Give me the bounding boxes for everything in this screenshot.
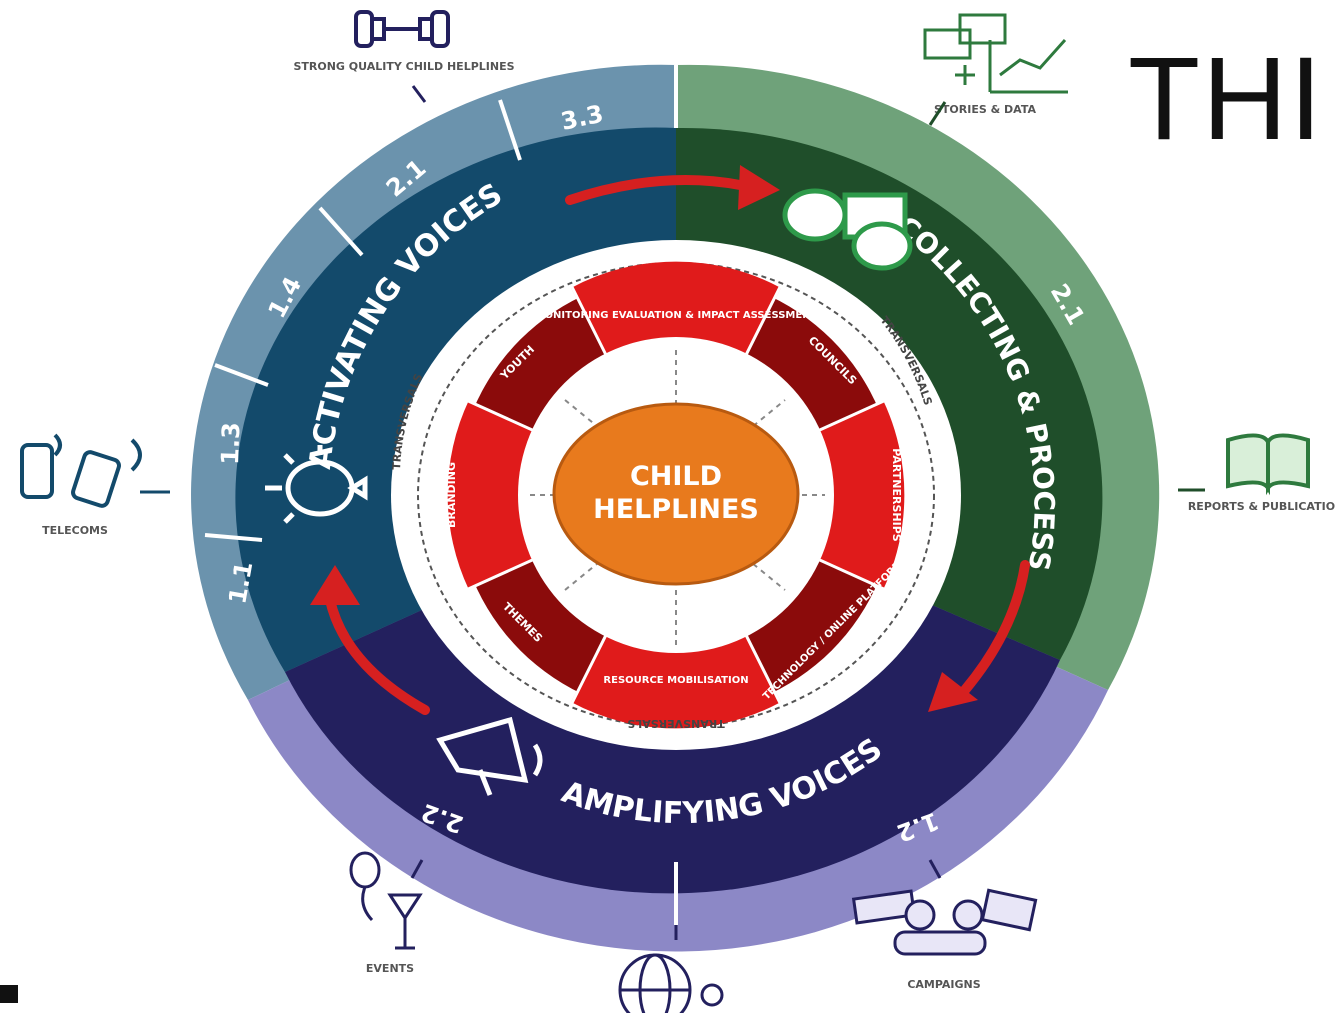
book-icon xyxy=(1226,433,1310,496)
sector-partnerships: PARTNERSHIPS xyxy=(890,448,903,542)
center-line2: HELPLINES xyxy=(593,494,759,525)
center-node: CHILD HELPLINES xyxy=(552,402,800,586)
output-stories: STORIES & DATA xyxy=(923,13,1068,126)
globe-icon xyxy=(618,953,724,1013)
segment-dividers xyxy=(204,65,678,925)
arrow-heads xyxy=(310,165,978,712)
transversals-bottom: TRANSVERSALS xyxy=(627,717,725,730)
stories-label: STORIES & DATA xyxy=(934,103,1036,116)
events-icon xyxy=(349,851,423,950)
output-telecoms: TELECOMS xyxy=(20,433,170,537)
arrow-left xyxy=(325,595,430,715)
output-web xyxy=(618,925,724,1013)
reports-label: REPORTS & PUBLICATIONS xyxy=(1188,500,1335,513)
seg-act-2: 1.3 xyxy=(216,422,245,465)
output-campaigns: CAMPAIGNS xyxy=(851,859,1038,991)
quality-label: STRONG QUALITY CHILD HELPLINES xyxy=(293,60,514,73)
sector-resource: RESOURCE MOBILISATION xyxy=(603,675,748,686)
telecoms-label: TELECOMS xyxy=(42,524,108,537)
megaphone-icon xyxy=(436,716,543,796)
bulb-icon xyxy=(265,445,368,524)
output-events: EVENTS xyxy=(349,851,424,975)
page-title: THI xyxy=(1128,33,1325,165)
arrow-right xyxy=(960,560,1030,695)
output-reports: REPORTS & PUBLICATIONS xyxy=(1178,433,1335,513)
stories-data-icon xyxy=(923,13,1068,94)
output-quality: STRONG QUALITY CHILD HELPLINES xyxy=(293,10,515,103)
dumbbell-icon xyxy=(354,10,450,48)
events-label: EVENTS xyxy=(366,962,414,975)
sector-branding: BRANDING xyxy=(445,462,458,528)
phones-icon xyxy=(20,433,142,508)
campaigns-label: CAMPAIGNS xyxy=(907,978,980,991)
sector-monitoring: MONITORING EVALUATION & IMPACT ASSESSMEN… xyxy=(535,310,818,321)
arrow-top xyxy=(565,175,745,205)
corner-mark xyxy=(0,985,18,1003)
center-line1: CHILD xyxy=(630,461,722,492)
campaigns-icon xyxy=(851,888,1038,956)
speech-bubbles-icon xyxy=(782,188,913,271)
flow-arrows xyxy=(325,175,1030,715)
